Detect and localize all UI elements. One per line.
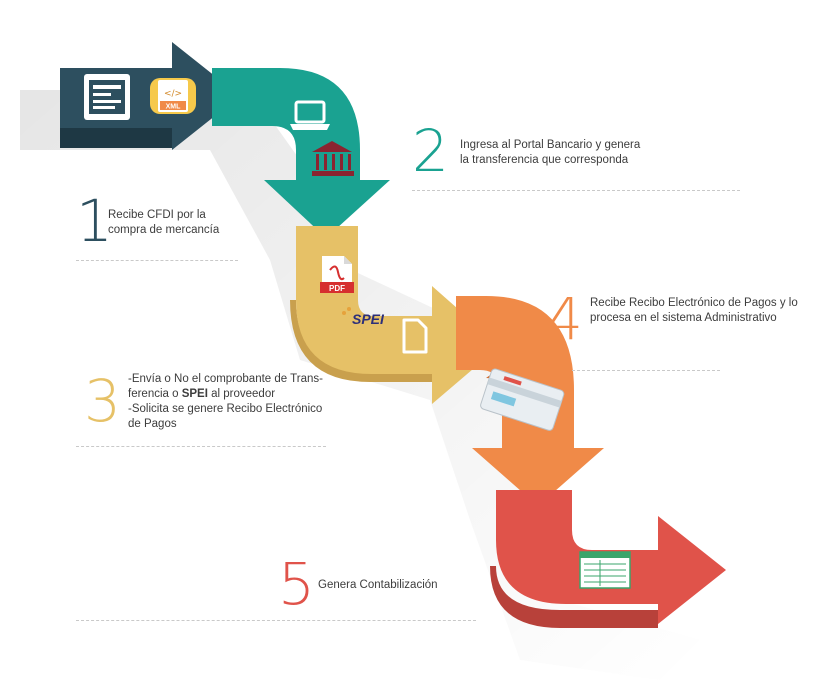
pdf-label: PDF <box>329 284 345 293</box>
step-2-number: 2 <box>412 117 449 185</box>
xml-file-icon: </> XML <box>150 78 196 114</box>
step-1-text: Recibe CFDI por la compra de mercancía <box>108 208 219 238</box>
step-4-number: 4 <box>546 285 583 353</box>
pdf-file-icon: PDF <box>320 256 354 293</box>
payment-card-icon <box>480 368 565 431</box>
step-3-line-4: de Pagos <box>128 418 177 430</box>
bank-icon <box>312 141 354 176</box>
step-1-line-1: Recibe CFDI por la <box>108 209 206 221</box>
arrow-step-2-body <box>212 68 390 238</box>
document-icon <box>402 318 428 354</box>
step-1-number: 1 <box>76 187 113 255</box>
step-4-line-1: Recibe Recibo Electrónico de Pagos y lo <box>590 297 798 309</box>
step-4-text: Recibe Recibo Electrónico de Pagos y lo … <box>590 296 798 326</box>
arrow-step-5-depth <box>490 566 658 628</box>
step-4-divider <box>572 370 720 371</box>
step-5-number: 5 <box>278 550 315 618</box>
step-4-line-2: procesa en el sistema Administrativo <box>590 312 777 324</box>
spreadsheet-icon <box>579 551 631 589</box>
step-5-line-1: Genera Contabilización <box>318 579 438 591</box>
xml-label: XML <box>166 104 182 111</box>
step-2-divider <box>412 190 740 191</box>
step-5-text: Genera Contabilización <box>318 578 438 593</box>
step-2-line-2: la transferencia que corresponda <box>460 154 629 166</box>
invoice-icon <box>84 74 130 120</box>
step-1-divider <box>76 260 238 261</box>
step-3-line-3: -Solicita se genere Recibo Electrónico <box>128 403 323 415</box>
step-3-line-2: ferencia o SPEI al proveedor <box>128 387 323 402</box>
spei-logo: SPEI <box>342 307 385 327</box>
svg-text:</>: </> <box>164 89 182 99</box>
step-3-line-1: -Envía o No el comprobante de Trans- <box>128 373 323 385</box>
step-2-line-1: Ingresa al Portal Bancario y genera <box>460 139 641 151</box>
arrow-step-1-depth <box>60 128 172 148</box>
step-3-number: 3 <box>84 367 121 435</box>
step-1-line-2: compra de mercancía <box>108 224 220 236</box>
step-3-spei-bold: SPEI <box>181 388 208 400</box>
laptop-icon <box>290 100 330 130</box>
step-5-divider <box>76 620 476 621</box>
step-2-text: Ingresa al Portal Bancario y genera la t… <box>460 138 640 168</box>
arrow-step-2 <box>212 68 390 238</box>
step-3-line-2b: al proveedor <box>207 388 276 400</box>
spei-logo-text: SPEI <box>352 311 385 327</box>
step-3-text: -Envía o No el comprobante de Trans- fer… <box>128 372 323 432</box>
step-3-line-2a: ferencia o <box>128 388 182 400</box>
step-3-divider <box>76 446 326 447</box>
